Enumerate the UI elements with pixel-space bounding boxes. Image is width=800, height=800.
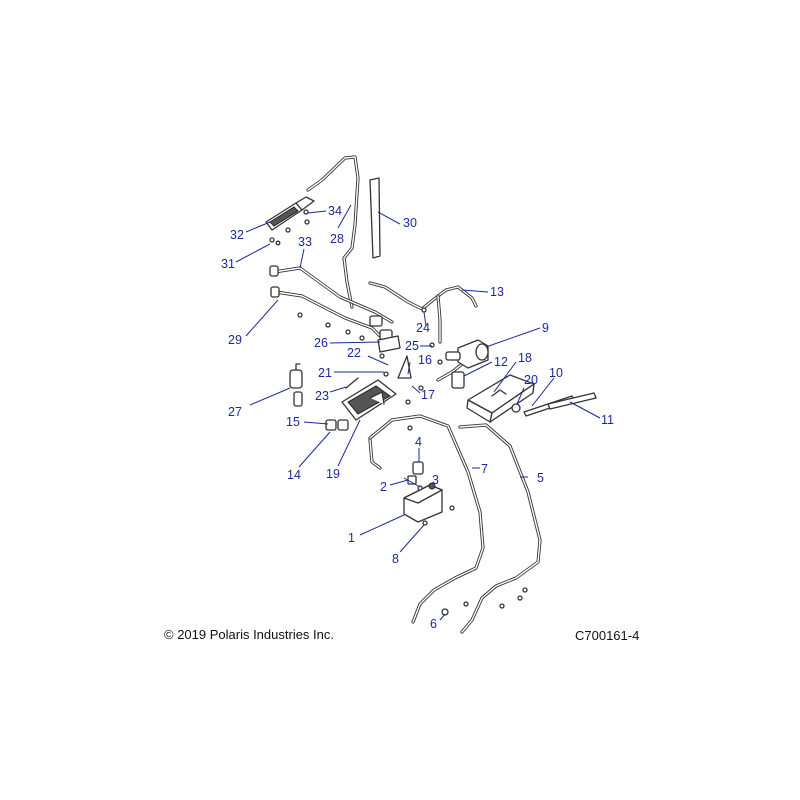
callout-22: 22: [347, 346, 361, 360]
callout-4: 4: [415, 435, 422, 449]
callout-12: 12: [494, 355, 508, 369]
callout-18: 18: [518, 351, 532, 365]
callout-31: 31: [221, 257, 235, 271]
part-1-tank: [403, 482, 443, 523]
part-6-nozzle: [441, 608, 449, 616]
callout-3: 3: [432, 473, 439, 487]
callout-24: 24: [416, 321, 430, 335]
callout-32: 32: [230, 228, 244, 242]
callout-27: 27: [228, 405, 242, 419]
part-19-plate: [341, 379, 397, 421]
callout-1: 1: [348, 531, 355, 545]
part-26-bracket: [377, 335, 401, 353]
callout-26: 26: [314, 336, 328, 350]
callout-11: 11: [601, 413, 614, 427]
part-9-motor: [445, 339, 489, 369]
callout-labels: 1 2 3 4 5 6 7 8 9 10 11 12 13 14 15 16 1…: [221, 204, 614, 631]
hose-lines: [272, 155, 542, 634]
callout-13: 13: [490, 285, 504, 299]
callout-15: 15: [286, 415, 300, 429]
diagram-code: C700161-4: [575, 628, 640, 643]
part-4-clip: [412, 461, 424, 475]
callout-29: 29: [228, 333, 242, 347]
callout-20: 20: [524, 373, 538, 387]
callout-30: 30: [403, 216, 417, 230]
part-12-fitting: [451, 371, 465, 389]
callout-23: 23: [315, 389, 329, 403]
callout-25: 25: [405, 339, 419, 353]
hose-29: [274, 290, 384, 340]
callout-7: 7: [481, 462, 488, 476]
callout-5: 5: [537, 471, 544, 485]
part-18-box: [466, 374, 535, 423]
callout-6: 6: [430, 617, 437, 631]
leader-lines: [235, 204, 601, 621]
callout-8: 8: [392, 552, 399, 566]
callout-17: 17: [421, 388, 435, 402]
part-11-wiper-blade: [547, 392, 597, 410]
part-32-connector-block: [265, 196, 315, 231]
hose-5: [458, 423, 542, 634]
part-30-bar: [369, 177, 381, 259]
callout-16: 16: [418, 353, 432, 367]
callout-21: 21: [318, 366, 332, 380]
copyright-text: © 2019 Polaris Industries Inc.: [164, 627, 334, 642]
callout-14: 14: [287, 468, 301, 482]
callout-28: 28: [330, 232, 344, 246]
callout-10: 10: [549, 366, 563, 380]
callout-33: 33: [298, 235, 312, 249]
callout-9: 9: [542, 321, 549, 335]
callout-19: 19: [326, 467, 340, 481]
parts: [265, 177, 597, 616]
callout-34: 34: [328, 204, 342, 218]
part-20-nut: [511, 403, 521, 413]
callout-2: 2: [380, 480, 387, 494]
part-27-switch: [289, 363, 303, 407]
